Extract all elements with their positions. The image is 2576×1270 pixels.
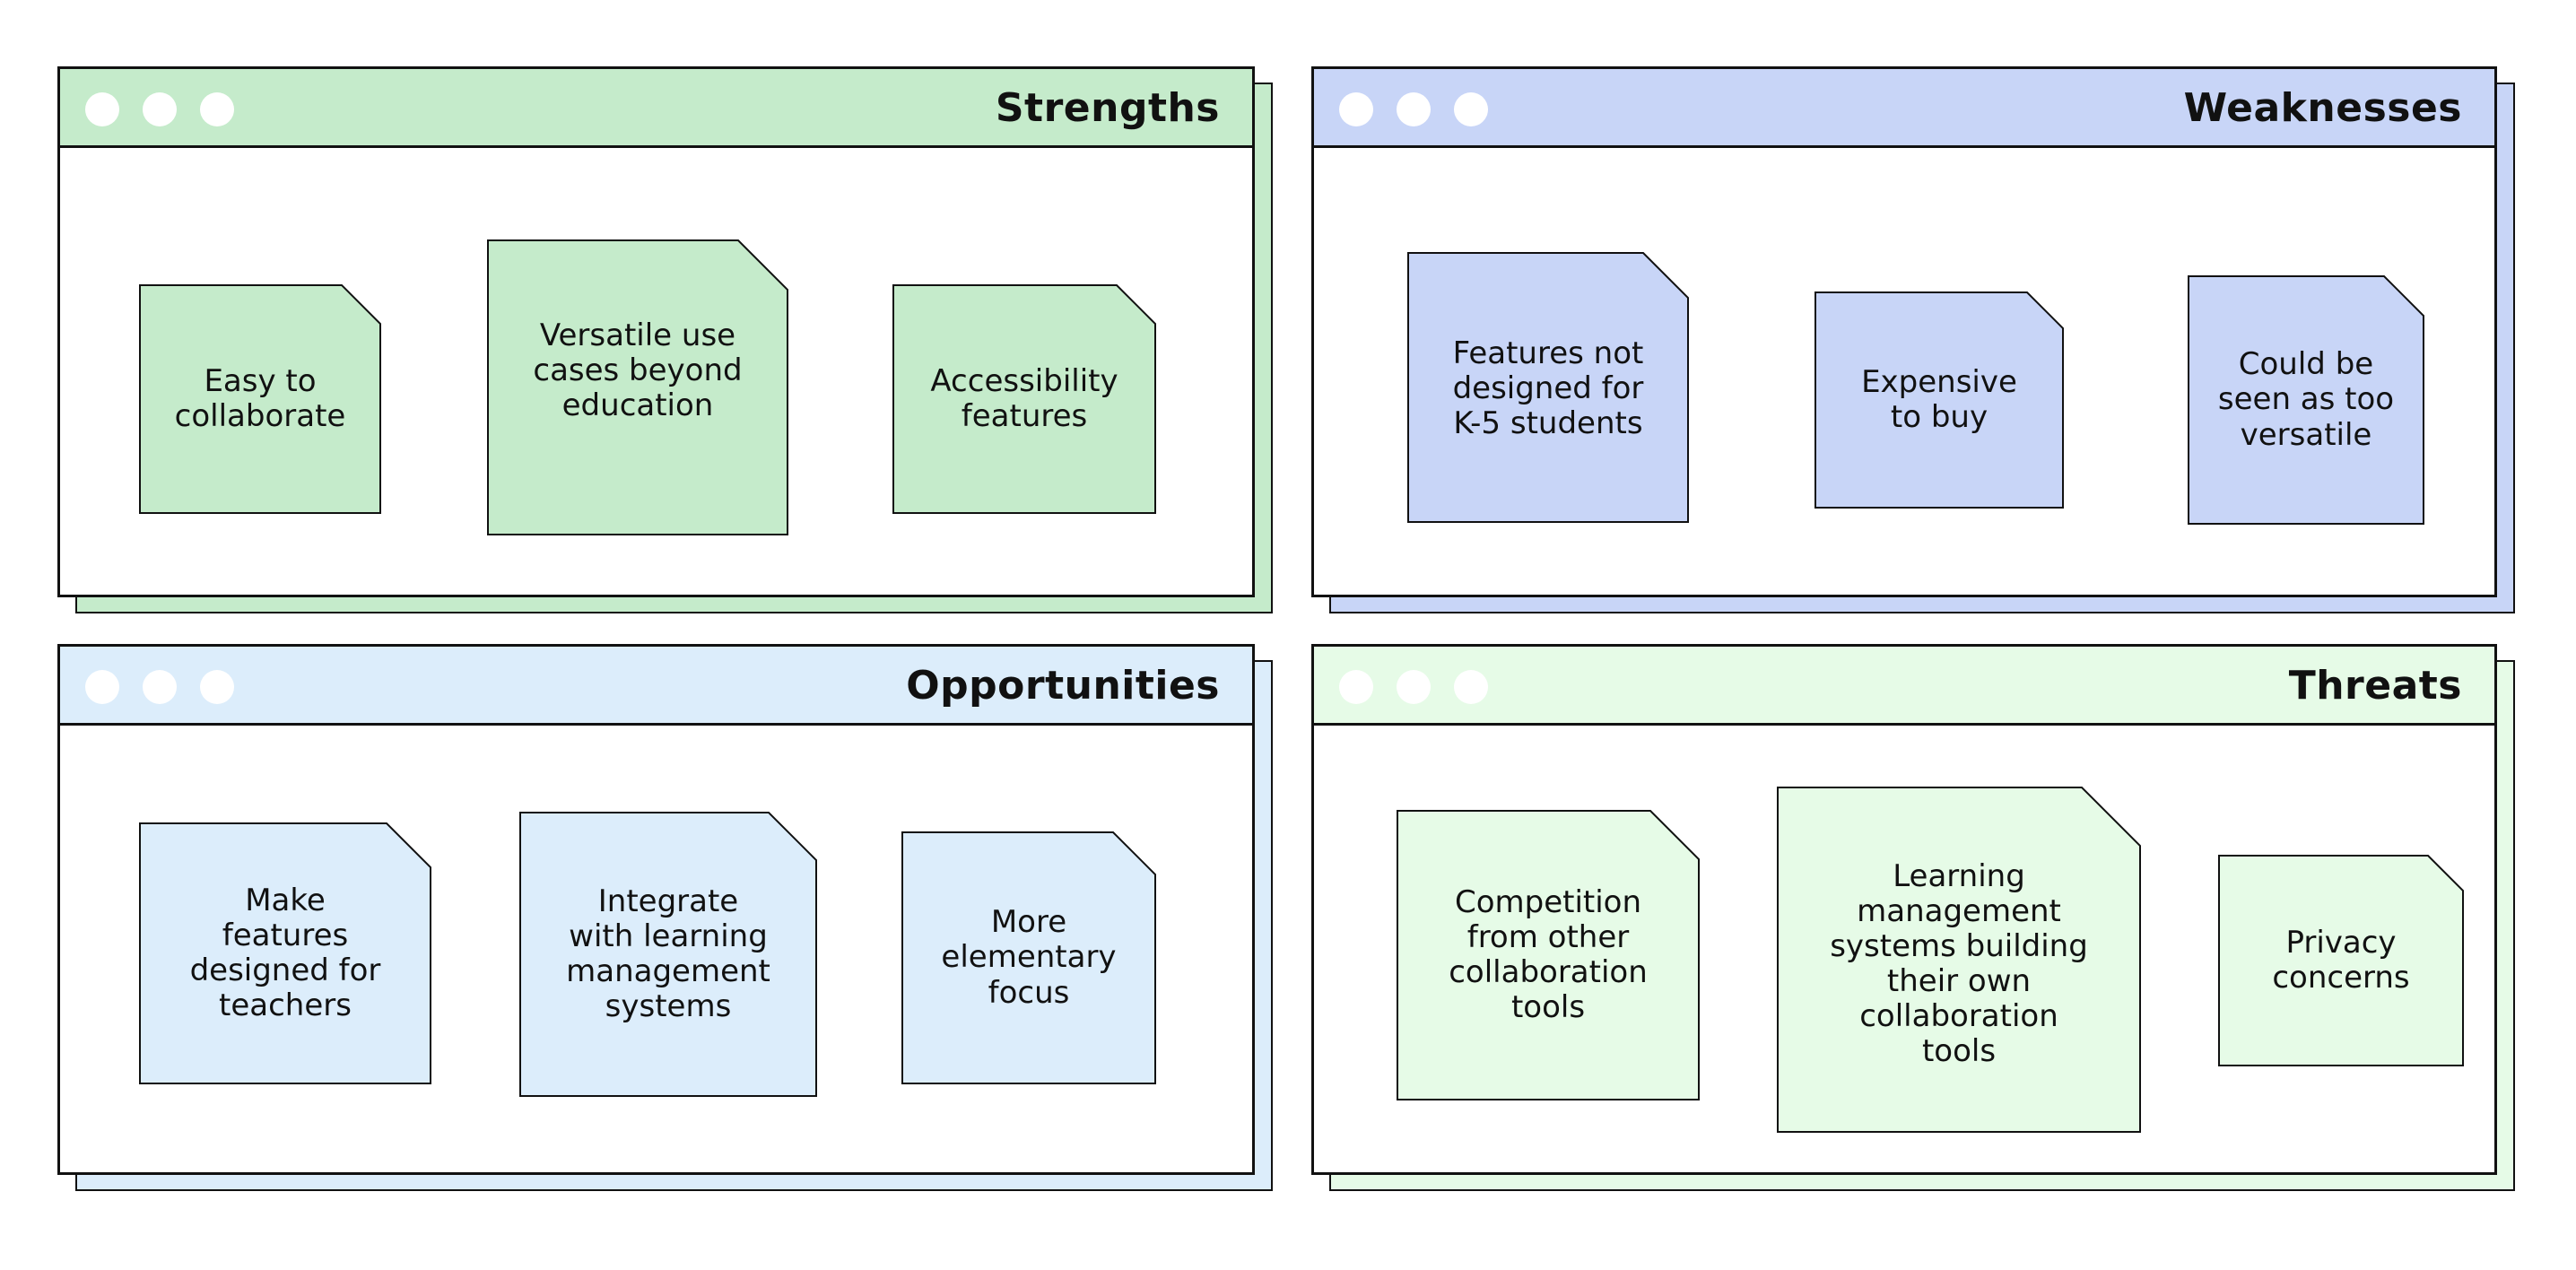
sticky-note: Integrate with learning management syste…: [519, 812, 817, 1097]
panel-opportunities: Opportunities Make features designed for…: [57, 644, 1273, 1191]
panel-title: Strengths: [995, 85, 1220, 131]
note-text: Integrate with learning management syste…: [566, 883, 770, 1025]
note-shape: [2188, 275, 2424, 525]
note-shape: [1815, 291, 2064, 509]
panel-threats: Threats Competition from other collabora…: [1311, 644, 2515, 1191]
note-text: Learning management systems building the…: [1830, 857, 2088, 1070]
window-dot-icon: [1454, 92, 1488, 126]
note-shape: [2218, 855, 2464, 1066]
window-dot-icon: [1339, 92, 1373, 126]
sticky-note: Learning management systems building the…: [1777, 787, 2141, 1133]
window-dots: [85, 92, 234, 126]
note-text: Versatile use cases beyond education: [533, 318, 743, 424]
panel-title: Threats: [2288, 663, 2462, 709]
panel-header: Strengths: [60, 69, 1252, 148]
panel-header: Weaknesses: [1314, 69, 2494, 148]
window-dot-icon: [200, 670, 234, 704]
panel-body: Opportunities Make features designed for…: [57, 644, 1255, 1175]
panel-title: Weaknesses: [2183, 85, 2462, 131]
note-text: Competition from other collaboration too…: [1449, 883, 1648, 1026]
window-dot-icon: [85, 92, 119, 126]
sticky-note: More elementary focus: [901, 831, 1156, 1084]
window-dot-icon: [1397, 670, 1431, 704]
note-text: Expensive to buy: [1861, 363, 2017, 435]
sticky-note: Make features designed for teachers: [139, 822, 431, 1084]
panel-body: Threats Competition from other collabora…: [1311, 644, 2497, 1175]
panel-header: Threats: [1314, 647, 2494, 726]
note-shape: [892, 284, 1156, 514]
panel-title: Opportunities: [906, 663, 1220, 709]
panel-strengths: Strengths Easy to collaborate Versatile …: [57, 66, 1273, 613]
note-shape: [487, 239, 788, 535]
sticky-note: Accessibility features: [892, 284, 1156, 514]
panel-body: Weaknesses Features not designed for K-5…: [1311, 66, 2497, 597]
note-text: More elementary focus: [941, 904, 1117, 1011]
sticky-note: Versatile use cases beyond education: [487, 239, 788, 535]
window-dot-icon: [200, 92, 234, 126]
note-shape: [901, 831, 1156, 1084]
sticky-note: Expensive to buy: [1815, 291, 2064, 509]
note-shape: [139, 284, 381, 514]
note-shape: [1777, 787, 2141, 1133]
window-dot-icon: [143, 92, 177, 126]
panel-body: Strengths Easy to collaborate Versatile …: [57, 66, 1255, 597]
note-text: Accessibility features: [930, 362, 1118, 434]
sticky-note: Could be seen as too versatile: [2188, 275, 2424, 525]
sticky-note: Features not designed for K-5 students: [1407, 252, 1689, 523]
sticky-note: Privacy concerns: [2218, 855, 2464, 1066]
note-shape: [1397, 810, 1700, 1100]
note-shape: [1407, 252, 1689, 523]
window-dot-icon: [1397, 92, 1431, 126]
note-text: Privacy concerns: [2272, 924, 2410, 996]
note-shape: [519, 812, 817, 1097]
panel-header: Opportunities: [60, 647, 1252, 726]
window-dot-icon: [1454, 670, 1488, 704]
sticky-note: Easy to collaborate: [139, 284, 381, 514]
window-dots: [1339, 670, 1488, 704]
panel-weaknesses: Weaknesses Features not designed for K-5…: [1311, 66, 2515, 613]
note-text: Could be seen as too versatile: [2217, 346, 2395, 453]
window-dot-icon: [1339, 670, 1373, 704]
window-dots: [1339, 92, 1488, 126]
window-dot-icon: [143, 670, 177, 704]
sticky-note: Competition from other collaboration too…: [1397, 810, 1700, 1100]
window-dot-icon: [85, 670, 119, 704]
note-shape: [139, 822, 431, 1084]
note-text: Make features designed for teachers: [189, 882, 381, 1024]
note-text: Easy to collaborate: [174, 362, 346, 434]
note-text: Features not designed for K-5 students: [1452, 335, 1644, 442]
window-dots: [85, 670, 234, 704]
